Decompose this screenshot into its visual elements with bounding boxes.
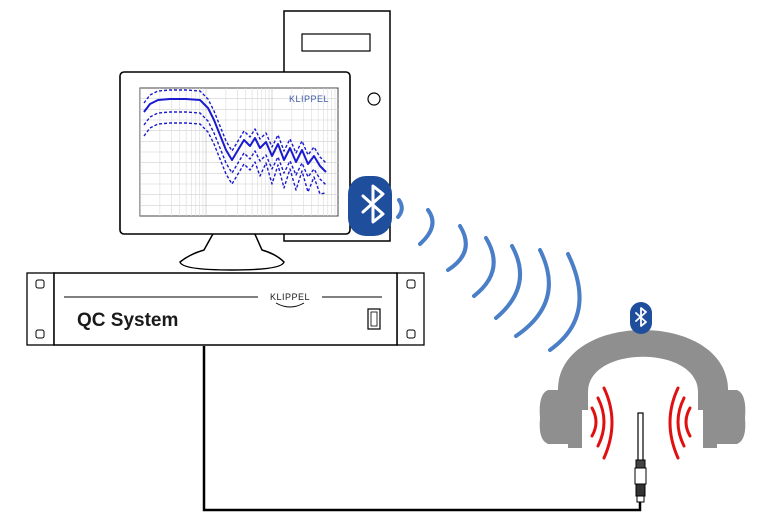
left-earcup [539,390,582,448]
screw-icon [406,279,416,289]
frequency-response-curves [143,89,327,195]
headphones [539,302,746,448]
right-earcup [703,390,746,448]
bluetooth-icon [635,307,647,327]
microphone-icon [634,412,647,503]
screw-icon [35,279,45,289]
brand-swoosh [275,302,305,308]
drive-bay [301,33,371,52]
rack-brand-label: KLIPPEL [270,292,310,302]
sound-waves [590,386,692,460]
response-curve [143,89,327,164]
monitor-stand [179,231,285,271]
screen-brand-label: KLIPPEL [289,94,329,104]
rack-front-panel [53,272,398,346]
monitor: KLIPPEL [119,71,351,271]
response-curve [143,98,327,173]
wireless-waves [396,198,582,352]
qc-system-rack: KLIPPEL QC System [26,272,425,346]
power-button-icon [367,92,381,106]
response-curve [143,111,327,186]
bluetooth-icon [361,184,385,224]
headband [558,330,728,410]
computer-bluetooth-badge [348,176,392,236]
response-curve [143,122,327,195]
screw-icon [35,329,45,339]
rack-label: QC System [77,310,178,331]
screw-icon [406,329,416,339]
measurement-cable [202,346,642,512]
